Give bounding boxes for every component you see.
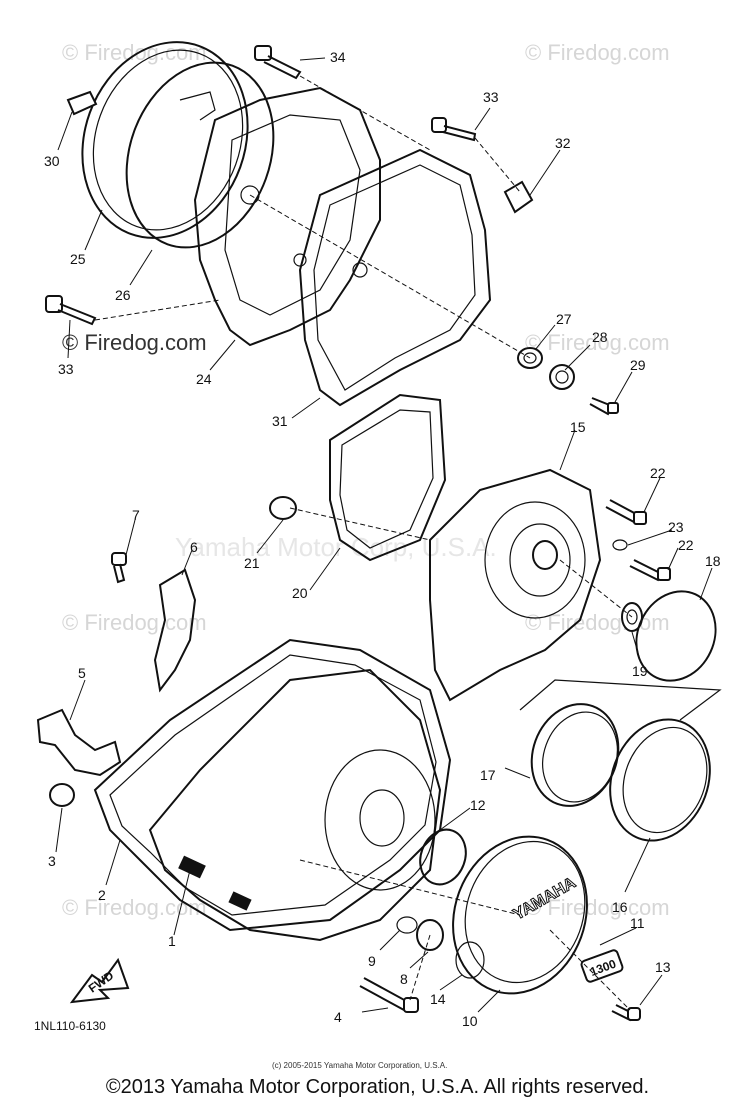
crankcase-cover-24 [193,86,381,347]
alignment-line [549,929,631,1011]
screw-13 [611,1004,641,1022]
callout-label: 24 [196,371,212,387]
callout-label: 16 [612,899,628,915]
callout-label: 3 [48,853,56,869]
watermark-firedog: © Firedog.com [62,895,207,920]
exploded-parts-diagram: © Firedog.com © Firedog.com © Firedog.co… [34,40,722,1070]
gasket-26 [125,61,275,249]
cover-plate-15 [429,468,602,702]
watermark-firedog: © Firedog.com [525,895,670,920]
callout-label: 33 [483,89,499,105]
leader-lines [55,57,713,1013]
gasket-31 [298,148,492,407]
callout-label: 17 [480,767,496,783]
o-ring-12 [419,828,467,886]
o-ring-23 [612,539,628,551]
spacer-14 [455,941,485,979]
bolt-34 [254,45,302,80]
callout-label: 32 [555,135,571,151]
callout-label: 25 [70,251,86,267]
callout-label: 9 [368,953,376,969]
bolt-4 [359,977,419,1013]
alignment-line [94,299,221,321]
box-outline [519,679,722,721]
gasket-2 [93,638,452,932]
alignment-line [249,194,531,359]
callout-label: 34 [330,49,346,65]
dowel-pin-32 [503,180,534,214]
callout-label: 21 [244,555,260,571]
callout-label: 7 [132,507,140,523]
callout-label: 13 [655,959,671,975]
watermark-firedog: © Firedog.com [525,40,670,65]
callout-label: 10 [462,1013,478,1029]
copyright-footer: ©2013 Yamaha Motor Corporation, U.S.A. A… [105,1076,650,1098]
bolt-7 [111,552,127,584]
callout-label: 22 [650,465,666,481]
callout-label: 19 [632,663,648,679]
callout-label: 14 [430,991,446,1007]
watermark-firedog: © Firedog.com [525,610,670,635]
emblem-11: 1300 [580,949,624,983]
bolt-22-lower [629,559,671,582]
callout-label: 15 [570,419,586,435]
cover-ring-25 [81,41,249,239]
callout-label: 12 [470,797,486,813]
bolt-22-top [605,499,647,525]
label-plate-30 [66,90,98,116]
callout-label: 29 [630,357,646,373]
callout-label: 6 [190,539,198,555]
alignment-line [559,559,633,618]
diagram-code: 1NL110-6130 [34,1019,106,1033]
o-ring-9 [396,916,418,934]
callout-label: 33 [58,361,74,377]
bracket-6 [153,568,197,693]
watermark-firedog: © Firedog.com [525,330,670,355]
callout-label: 5 [78,665,86,681]
watermark-firedog: © Firedog.com [62,40,207,65]
callout-label: 26 [115,287,131,303]
callout-label: 2 [98,887,106,903]
plug-21 [269,496,297,520]
alignment-line [474,137,521,193]
bolt-29 [589,397,619,416]
cap-16 [609,718,711,842]
callout-label: 27 [556,311,572,327]
callout-label: 20 [292,585,308,601]
bracket-5 [36,708,122,777]
fwd-arrow: FWD [69,957,130,1004]
seal-28 [549,364,575,390]
callout-label: 8 [400,971,408,987]
callout-label: 22 [678,537,694,553]
watermark-firedog: © Firedog.com [62,330,207,355]
watermark-firedog: © Firedog.com [62,610,207,635]
bolt-33-top [431,117,477,142]
bolt-33-left [45,295,97,326]
callout-label: 1 [168,933,176,949]
gasket-20 [329,393,447,562]
callout-label: 28 [592,329,608,345]
callout-label: 31 [272,413,288,429]
dowel-3 [49,783,75,807]
alignment-line [299,859,521,916]
callout-label: 23 [668,519,684,535]
alignment-line [409,934,431,1001]
callout-label: 18 [705,553,721,569]
crankcase-cover-1 [148,668,442,942]
oil-seal-17 [530,703,620,807]
snap-ring-18 [635,590,717,682]
small-copyright: (c) 2005-2015 Yamaha Motor Corporation, … [272,1061,447,1070]
alignment-line [299,75,431,151]
callout-label: 11 [630,915,645,931]
watermark-yamaha: Yamaha Motor Corp, U.S.A. [175,532,497,562]
callout-label: 4 [334,1009,342,1025]
callout-label: 30 [44,153,60,169]
